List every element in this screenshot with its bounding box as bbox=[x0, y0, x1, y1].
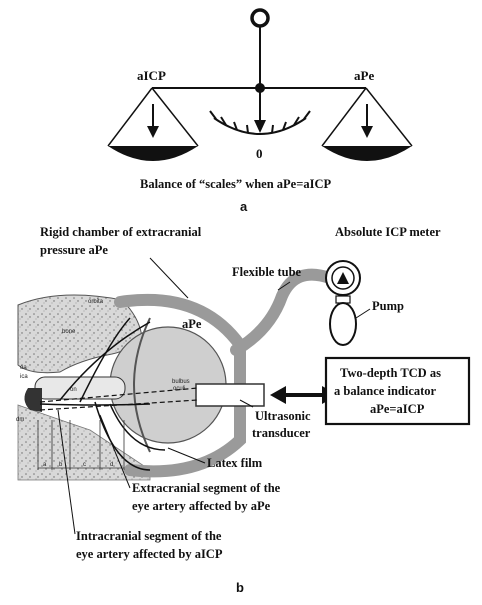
segment-a-label: a bbox=[43, 462, 47, 468]
intracranial-label-line2: eye artery affected by aICP bbox=[76, 547, 223, 561]
on-label: on bbox=[70, 387, 77, 393]
right-pan bbox=[321, 87, 413, 161]
optic-nerve bbox=[34, 376, 126, 400]
panel-b-letter: b bbox=[236, 580, 244, 595]
pump-label: Pump bbox=[372, 299, 404, 313]
tcd-label-line2: a balance indicator bbox=[334, 384, 437, 398]
leader-lines bbox=[57, 257, 371, 535]
extracranial-label-line1: Extracranial segment of the bbox=[132, 481, 281, 495]
panel-a-scales: 0 aICP aPe Balance of “scales” when aPe=… bbox=[107, 8, 413, 214]
dial-ticks bbox=[209, 110, 311, 134]
ica-vessel bbox=[24, 388, 42, 412]
orbita-label: orbita bbox=[88, 299, 104, 305]
segment-b-label: b bbox=[59, 462, 63, 468]
transducer-label-line1: Ultrasonic bbox=[255, 409, 311, 423]
panel-b-setup: Two-depth TCD as a balance indicator aPe… bbox=[16, 225, 471, 595]
latex-film-label: Latex film bbox=[207, 456, 263, 470]
meter-label: Absolute ICP meter bbox=[335, 225, 441, 239]
transducer-label-line2: transducer bbox=[252, 426, 311, 440]
oculi-label: oculi bbox=[173, 386, 185, 392]
pivot-dot bbox=[255, 83, 265, 93]
left-pan bbox=[107, 87, 199, 161]
ape-label-top: aPe bbox=[354, 68, 374, 83]
flexible-tube bbox=[230, 268, 336, 356]
pump-bulb bbox=[329, 302, 357, 346]
ica-label: ica bbox=[20, 374, 28, 380]
tcd-label-line3: aPe=aICP bbox=[370, 402, 425, 416]
chamber-label-line2: pressure aPe bbox=[40, 243, 108, 257]
extracranial-label-line2: eye artery affected by aPe bbox=[132, 499, 271, 513]
ape-chamber-label: aPe bbox=[182, 317, 202, 331]
dm-label: dm bbox=[16, 417, 24, 423]
beam-line-upper bbox=[39, 387, 199, 403]
segment-markers bbox=[37, 420, 125, 470]
indicator-arrowhead bbox=[254, 120, 266, 133]
segment-c-label: c bbox=[83, 462, 86, 468]
eye-artery bbox=[39, 317, 166, 471]
panel-a-letter: a bbox=[240, 199, 248, 214]
oa-label: oa bbox=[20, 365, 27, 371]
meter-triangle-icon bbox=[337, 272, 349, 284]
latex-film bbox=[133, 317, 151, 453]
tcd-box bbox=[324, 356, 471, 426]
ultrasonic-transducer bbox=[195, 383, 265, 407]
chamber-label-line1: Rigid chamber of extracranial bbox=[40, 225, 202, 239]
bone-label: bone bbox=[62, 329, 76, 335]
pivot-ring bbox=[250, 8, 270, 28]
dial-zero-label: 0 bbox=[256, 146, 263, 161]
tube-label: Flexible tube bbox=[232, 265, 302, 279]
aicp-label: aICP bbox=[137, 68, 166, 83]
intracranial-label-line1: Intracranial segment of the bbox=[76, 529, 222, 543]
dial-arc bbox=[213, 117, 307, 135]
segment-d-label: d bbox=[110, 462, 113, 468]
panel-a-caption: Balance of “scales” when aPe=aICP bbox=[140, 177, 331, 191]
beam-line-lower bbox=[39, 399, 199, 411]
icp-meter bbox=[325, 260, 361, 304]
tcd-label-line1: Two-depth TCD as bbox=[340, 366, 441, 380]
bulbus-label: bulbus bbox=[172, 379, 190, 385]
